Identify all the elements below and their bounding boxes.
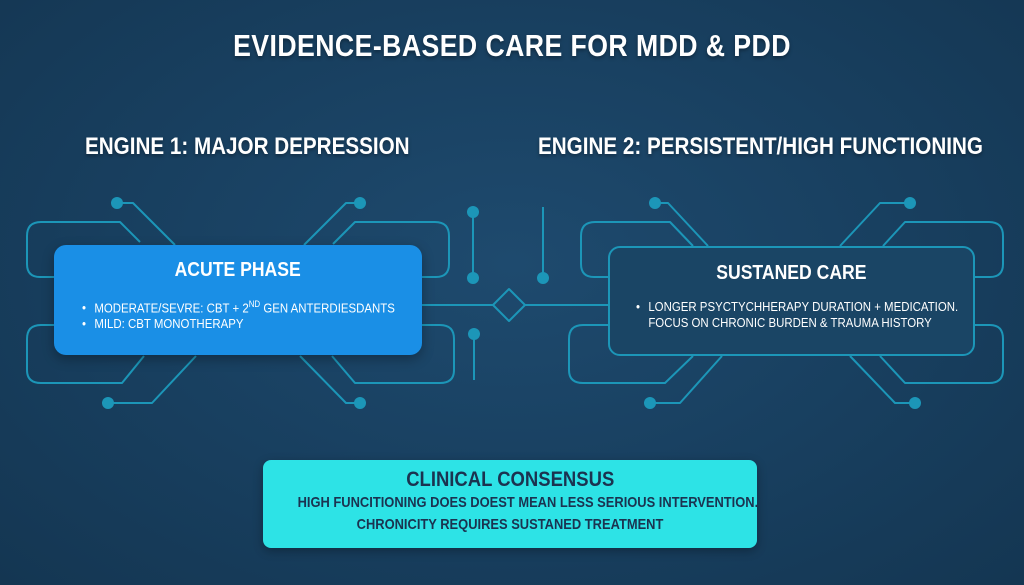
clinical-consensus-box: CLINICAL CONSENSUS HIGH FUNCITIONING DOE… bbox=[263, 460, 759, 548]
list-item: •LONGER PSYCTYCHHERAPY DURATION + MEDICA… bbox=[636, 299, 959, 314]
circuit-node bbox=[468, 328, 480, 340]
circuit-node bbox=[102, 397, 114, 409]
circuit-node bbox=[467, 206, 479, 218]
page-title: EVIDENCE-BASED CARE FOR MDD & PDD bbox=[233, 28, 791, 63]
consensus-line-2: CHRONICITY REQUIRES SUSTANED TREATMENT bbox=[356, 516, 664, 533]
consensus-line-1: HIGH FUNCITIONING DOES DOEST MEAN LESS S… bbox=[297, 494, 759, 511]
acute-phase-list: •MODERATE/SEVRE: CBT + 2ND GEN ANTERDIES… bbox=[82, 296, 422, 332]
circuit-trace bbox=[580, 221, 694, 278]
circuit-node bbox=[537, 272, 549, 284]
circuit-trace bbox=[849, 355, 915, 404]
circuit-trace bbox=[331, 324, 455, 384]
consensus-title: CLINICAL CONSENSUS bbox=[405, 468, 615, 491]
list-item-continuation: FOCUS ON CHRONIC BURDEN & TRAUMA HISTORY bbox=[648, 315, 932, 330]
circuit-node bbox=[467, 272, 479, 284]
sustained-care-list: •LONGER PSYCTYCHHERAPY DURATION + MEDICA… bbox=[636, 299, 973, 331]
circuit-trace bbox=[568, 324, 694, 384]
circuit-trace bbox=[882, 221, 1004, 278]
circuit-node bbox=[904, 197, 916, 209]
acute-phase-box: ACUTE PHASE •MODERATE/SEVRE: CBT + 2ND G… bbox=[54, 245, 422, 355]
bullet-icon: • bbox=[82, 316, 87, 332]
circuit-trace bbox=[650, 355, 723, 404]
circuit-node bbox=[909, 397, 921, 409]
circuit-trace bbox=[332, 221, 450, 278]
circuit-node bbox=[354, 397, 366, 409]
engine-1-heading: ENGINE 1: MAJOR DEPRESSION bbox=[85, 133, 410, 160]
circuit-trace bbox=[108, 355, 197, 404]
circuit-trace bbox=[655, 202, 709, 247]
sustained-care-title: SUSTANED CARE bbox=[716, 262, 867, 284]
circuit-trace bbox=[26, 324, 145, 384]
circuit-node bbox=[649, 197, 661, 209]
list-item: •MILD: CBT MONOTHERAPY bbox=[82, 316, 244, 332]
bullet-icon: • bbox=[82, 300, 87, 316]
circuit-trace bbox=[26, 221, 141, 278]
circuit-trace bbox=[839, 202, 910, 247]
bullet-icon: • bbox=[636, 299, 641, 314]
circuit-trace bbox=[879, 324, 1004, 384]
circuit-trace bbox=[117, 202, 176, 246]
circuit-node bbox=[644, 397, 656, 409]
sustained-care-box: SUSTANED CARE •LONGER PSYCTYCHHERAPY DUR… bbox=[608, 246, 975, 356]
acute-phase-title: ACUTE PHASE bbox=[174, 259, 302, 281]
engine-2-heading: ENGINE 2: PERSISTENT/HIGH FUNCTIONING bbox=[538, 133, 983, 160]
circuit-node bbox=[111, 197, 123, 209]
list-item: •MODERATE/SEVRE: CBT + 2ND GEN ANTERDIES… bbox=[82, 299, 395, 316]
circuit-node bbox=[354, 197, 366, 209]
diamond-connector bbox=[492, 288, 526, 322]
